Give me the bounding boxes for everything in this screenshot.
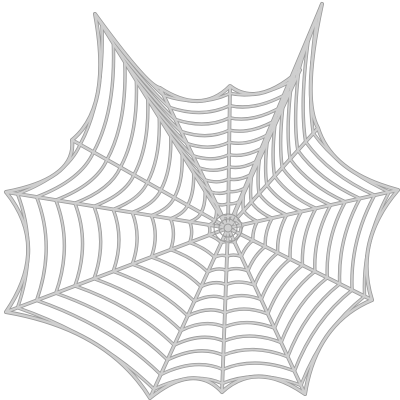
spiral-ring [54,53,361,361]
frame-thread [4,2,400,400]
radial-strand [226,226,307,396]
spiral-ring [112,111,317,317]
spiral-ring [150,149,288,288]
spiral-ring [188,188,259,259]
spiral-ring [35,34,376,376]
radial-strand [4,226,230,314]
spiral-ring [131,130,303,303]
web-hub-ring [218,218,238,238]
web-hub-ring [223,223,233,233]
web-strands [4,2,400,400]
web-hub-ring [213,213,243,243]
spiral-ring [169,169,273,273]
spiral-ring [74,72,347,347]
radial-strand [70,138,230,230]
spiral-ring [93,91,332,332]
